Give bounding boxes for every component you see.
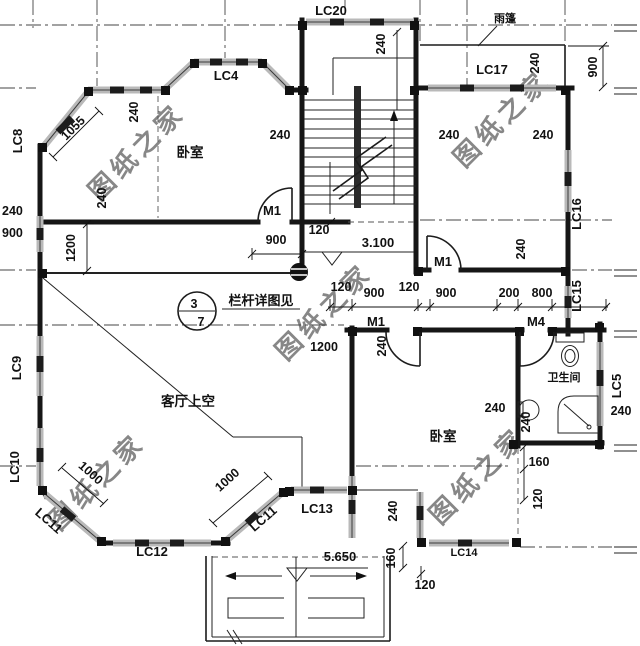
column-circle [290,263,308,281]
door-label-m1: M1 [263,203,281,218]
detail-bubble-sheet: 7 [198,315,205,329]
dim-240: 240 [519,412,533,433]
shower-drain [586,424,592,430]
dim-120: 120 [331,280,352,294]
dim-200: 200 [499,286,520,300]
doors [257,187,555,367]
window-label-lc15: LC15 [569,280,584,312]
dim-900: 900 [364,286,385,300]
dim-120: 120 [309,223,330,237]
annotations-graphics [177,251,414,582]
door-label-m1: M1 [367,314,385,329]
bathroom-fixtures [517,332,599,434]
room-label-bathroom: 卫生间 [548,370,581,384]
dim-120: 120 [399,280,420,294]
dim-240: 240 [2,204,23,218]
dim-900: 900 [436,286,457,300]
dim-240: 240 [270,128,291,142]
dim-240: 240 [375,336,389,357]
level-3100: 3.100 [362,235,395,250]
dim-240: 240 [485,401,506,415]
dim-240: 240 [127,102,141,123]
window-label-lc5: LC5 [609,374,624,399]
dim-240: 240 [374,34,388,55]
window-label-lc11: LC11 [246,503,279,535]
toilet-tank [555,332,585,343]
dim-120: 120 [531,489,545,510]
column-markers [38,21,604,547]
room-label-living-void: 客厅上空 [160,393,215,409]
window-label-lc17: LC17 [476,62,508,77]
window-label-lc4: LC4 [214,68,239,83]
dim-900: 900 [586,57,600,78]
dim-1000: 1000 [212,465,242,494]
railing-note: 栏杆详图见 [228,293,293,308]
dim-240: 240 [95,188,109,209]
dim-240: 240 [386,501,400,522]
dim-240: 240 [439,128,460,142]
shower-tray [557,395,599,434]
dim-900: 900 [2,226,23,240]
detail-bubble [177,291,217,331]
dim-240: 240 [533,128,554,142]
dim-800: 800 [532,286,553,300]
window-label-lc20: LC20 [315,3,347,18]
dim-240: 240 [528,53,542,74]
room-label-bedroom: 卧室 [177,144,204,160]
canopy-note: 雨篷 [494,11,517,25]
sink [518,399,540,421]
window-label-lc12: LC12 [136,544,168,559]
level-5650: 5.650 [324,549,357,564]
toilet-bowl [561,345,579,367]
window-label-lc10: LC10 [7,451,22,483]
axis-grid [0,0,637,554]
dim-1200: 1200 [64,234,78,262]
dim-240: 240 [611,404,632,418]
window-label-lc16: LC16 [569,198,584,230]
dim-160: 160 [384,548,398,569]
room-label-bedroom: 卧室 [430,428,457,444]
staircase [304,27,416,214]
labels: LC20 LC4 LC8 LC17 LC16 LC15 LC5 LC9 LC10… [2,3,631,592]
window-label-lc14: LC14 [451,547,479,559]
dim-1200: 1200 [310,340,338,354]
windows [36,18,604,547]
window-label-lc8: LC8 [10,129,25,154]
dimension-lines [46,41,611,580]
dim-160: 160 [529,455,550,469]
watermarks: 图纸之家 图纸之家 图纸之家 图纸之家 图纸之家 [42,64,556,536]
window-label-lc9: LC9 [9,356,24,381]
window-label-lc13: LC13 [301,501,333,516]
stair-direction-arrow [390,110,398,121]
dim-900: 900 [266,233,287,247]
door-label-m4: M4 [527,314,546,329]
watermark-text: 图纸之家 [447,64,556,173]
dim-120: 120 [415,578,436,592]
detail-bubble-number: 3 [191,297,198,311]
dim-240: 240 [514,239,528,260]
door-label-m1: M1 [434,254,452,269]
terrace [205,556,391,645]
